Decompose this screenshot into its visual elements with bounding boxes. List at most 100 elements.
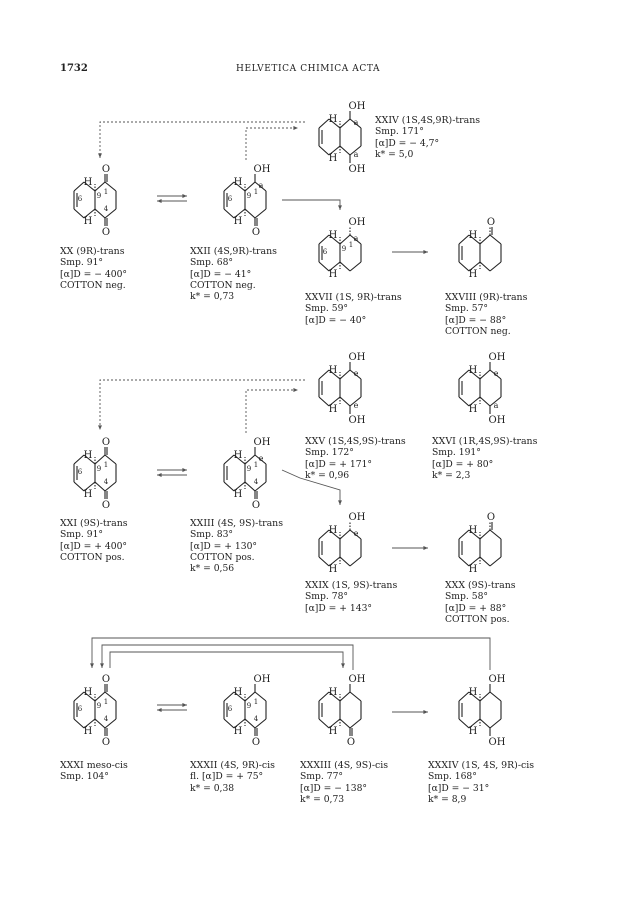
arrow-xxiv-to-xx bbox=[99, 121, 305, 158]
bond bbox=[349, 118, 362, 129]
bond bbox=[489, 691, 502, 702]
locant-number: 9 bbox=[342, 245, 346, 253]
caption-xxvii: XXVII (1S, 9R)-trans Smp. 59° [α]D = − 4… bbox=[305, 292, 402, 326]
bond bbox=[458, 261, 470, 272]
bond bbox=[468, 396, 481, 407]
compound-prop: [α]D = − 88° bbox=[445, 314, 507, 326]
compound-prop: [α]D = + 88° bbox=[445, 602, 507, 614]
bond bbox=[468, 691, 481, 702]
bond bbox=[254, 481, 267, 492]
bond bbox=[318, 261, 330, 272]
orientation-tag: a bbox=[354, 234, 359, 243]
bond bbox=[479, 261, 491, 272]
locant-number: 9 bbox=[97, 465, 101, 473]
locant-number: 1 bbox=[349, 241, 353, 249]
bond bbox=[328, 691, 341, 702]
compound-prop: COTTON pos. bbox=[190, 551, 255, 563]
compound-prop: Smp. 83° bbox=[190, 529, 234, 541]
bond bbox=[104, 718, 117, 729]
bond bbox=[328, 145, 341, 156]
hydrogen-label: H bbox=[329, 365, 338, 376]
hydrogen-label: H bbox=[84, 489, 93, 500]
compound-name: XXXIV (1S, 4S, 9R)-cis bbox=[428, 760, 535, 771]
bond bbox=[244, 691, 256, 702]
bond bbox=[254, 718, 267, 729]
arrow-xxv-to-xxi bbox=[99, 379, 305, 430]
bond bbox=[318, 529, 330, 540]
hydroxyl-label: OH bbox=[489, 415, 506, 426]
oxygen-label: O bbox=[487, 217, 495, 228]
bond bbox=[489, 718, 502, 729]
compound-prop: Smp. 172° bbox=[305, 447, 354, 459]
bond bbox=[328, 529, 341, 540]
oxygen-label: O bbox=[102, 164, 110, 175]
compound-prop: Smp. 171° bbox=[375, 126, 424, 138]
compound-name: XXIX (1S, 9S)-trans bbox=[305, 580, 398, 591]
bond bbox=[244, 454, 256, 465]
bond bbox=[244, 481, 256, 492]
bond bbox=[479, 556, 491, 567]
bond bbox=[328, 556, 341, 567]
arrow-xxiii-to-xxix bbox=[281, 469, 341, 505]
arrow-head bbox=[157, 473, 162, 477]
compound-name: XXII (4S,9R)-trans bbox=[190, 246, 277, 257]
hydrogen-label: H bbox=[234, 687, 243, 698]
hydroxyl-label: OH bbox=[489, 737, 506, 748]
locant-number: 9 bbox=[97, 702, 101, 710]
caption-xxv: XXV (1S,4S,9S)-trans Smp. 172° [α]D = + … bbox=[305, 436, 406, 481]
bond bbox=[339, 145, 351, 156]
compound-name: XXIV (1S,4S,9R)-trans bbox=[375, 115, 481, 126]
arrow-head bbox=[423, 546, 428, 550]
hydrogen-label: H bbox=[469, 687, 478, 698]
caption-xxix: XXIX (1S, 9S)-trans Smp. 78° [α]D = + 14… bbox=[305, 580, 397, 614]
hydrogen-label: H bbox=[84, 216, 93, 227]
bond bbox=[73, 718, 85, 729]
bond bbox=[349, 718, 362, 729]
bond bbox=[223, 454, 235, 465]
bond bbox=[468, 718, 481, 729]
bond bbox=[254, 181, 267, 192]
compound-prop: [α]D = + 400° bbox=[60, 540, 128, 552]
bond bbox=[339, 718, 351, 729]
bond bbox=[254, 454, 267, 465]
compound-prop: COTTON pos. bbox=[445, 613, 510, 625]
bond bbox=[83, 691, 96, 702]
hydroxyl-label: OH bbox=[349, 164, 366, 175]
compound-prop: Smp. 104° bbox=[60, 771, 109, 783]
arrow-xxii-to-xxvii bbox=[282, 199, 341, 210]
hydrogen-label: H bbox=[329, 726, 338, 737]
caption-xxxiii: XXXIII (4S, 9S)-cis Smp. 77° [α]D = − 13… bbox=[300, 760, 388, 805]
oxygen-label: O bbox=[102, 437, 110, 448]
bond bbox=[223, 181, 235, 192]
compound-prop: Smp. 91° bbox=[60, 529, 104, 541]
hydrogen-label: H bbox=[469, 230, 478, 241]
bond bbox=[254, 208, 267, 219]
locant-number: 6 bbox=[78, 468, 83, 476]
bond bbox=[223, 718, 235, 729]
bond bbox=[94, 454, 106, 465]
bond bbox=[328, 118, 341, 129]
compound-prop: k* = 0,73 bbox=[190, 291, 235, 303]
bond bbox=[73, 181, 85, 192]
bond bbox=[223, 208, 235, 219]
locant-number: 6 bbox=[78, 195, 83, 203]
bond bbox=[458, 718, 470, 729]
hydrogen-label: H bbox=[84, 450, 93, 461]
oxygen-label: O bbox=[252, 737, 260, 748]
compound-prop: Smp. 78° bbox=[305, 591, 349, 603]
compound-prop: k* = 8,9 bbox=[428, 793, 467, 805]
bond bbox=[349, 145, 362, 156]
bond bbox=[223, 481, 235, 492]
compound-name: XXVIII (9R)-trans bbox=[445, 292, 528, 303]
bond bbox=[339, 556, 351, 567]
bond bbox=[328, 261, 341, 272]
bond bbox=[349, 691, 362, 702]
bond bbox=[458, 234, 470, 245]
bond bbox=[458, 396, 470, 407]
oxygen-label: O bbox=[102, 227, 110, 238]
hydrogen-label: H bbox=[84, 726, 93, 737]
bond bbox=[339, 396, 351, 407]
